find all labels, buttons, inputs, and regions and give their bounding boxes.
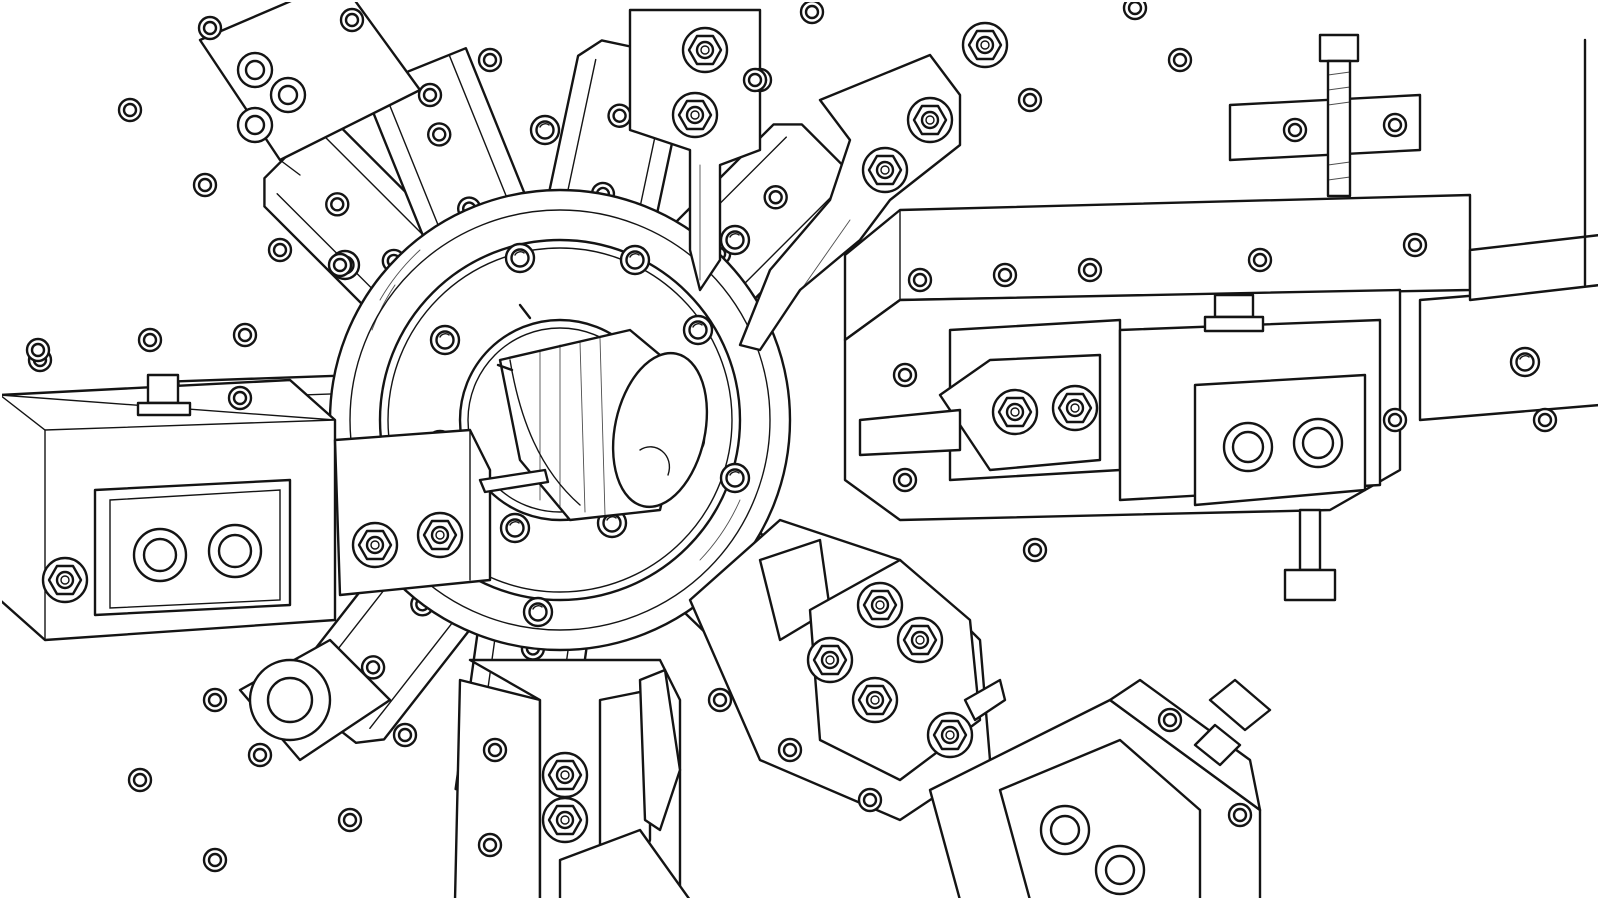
tool-post-right (843, 33, 1472, 602)
tool-holder-lower-left (127, 638, 418, 873)
cylindrical-workpiece (496, 303, 709, 522)
cutting-tool-bottom-center (453, 658, 692, 900)
tool-holder-upper-left (198, 0, 422, 176)
tool-post-lower-right (688, 518, 1007, 822)
cutting-tool-upper-right-blade (738, 21, 1009, 352)
tool-clamp-far-right (1418, 38, 1600, 422)
tool-holder-left-inner (333, 428, 550, 597)
tool-block-left (0, 347, 337, 642)
tool-block-bottom-right (928, 678, 1272, 900)
